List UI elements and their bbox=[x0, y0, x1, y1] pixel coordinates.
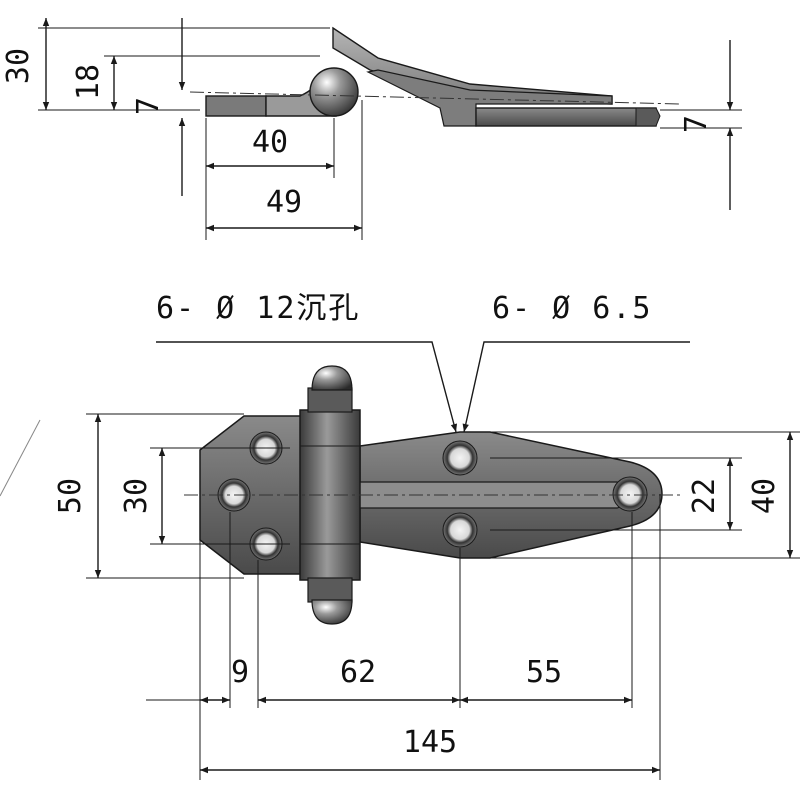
dim-30-side: 30 bbox=[1, 48, 36, 84]
top-cap-nut bbox=[307, 387, 353, 413]
counterbore-hole bbox=[442, 440, 478, 476]
dim-40-top: 40 bbox=[747, 478, 782, 514]
dim-62-top: 62 bbox=[340, 655, 376, 690]
top-cap-dome bbox=[311, 365, 353, 391]
counterbore-hole bbox=[612, 476, 648, 512]
side-knuckle bbox=[309, 67, 359, 117]
dim-22-top: 22 bbox=[687, 478, 722, 514]
top-slot bbox=[329, 481, 621, 509]
side-right-plate bbox=[475, 107, 657, 127]
dim-55-top: 55 bbox=[526, 655, 562, 690]
dim-7-side-left: 7 bbox=[131, 97, 166, 115]
callout-counterbore: 6- Ø 12沉孔 bbox=[156, 291, 360, 326]
callout-through-hole: 6- Ø 6.5 bbox=[492, 291, 653, 326]
dim-145-top: 145 bbox=[403, 725, 457, 760]
side-left-plate bbox=[205, 95, 267, 117]
dim-18-side: 18 bbox=[71, 64, 106, 100]
hole-callouts: 6- Ø 12沉孔 6- Ø 6.5 bbox=[156, 291, 690, 433]
dim-9-top: 9 bbox=[231, 655, 249, 690]
dim-49-side: 49 bbox=[266, 185, 302, 220]
scan-artifact-line bbox=[0, 419, 41, 497]
side-view: 30 18 7 7 40 49 bbox=[1, 18, 742, 240]
dim-50-top: 50 bbox=[53, 478, 88, 514]
bottom-cap-nut bbox=[307, 577, 353, 603]
top-view: 50 30 22 40 9 62 55 145 bbox=[53, 365, 800, 780]
dim-7-side-right: 7 bbox=[679, 115, 714, 133]
dim-30-top: 30 bbox=[119, 478, 154, 514]
side-leaf-offset bbox=[366, 69, 613, 127]
bottom-cap-dome bbox=[311, 599, 353, 625]
counterbore-hole bbox=[442, 512, 478, 548]
dim-40-side: 40 bbox=[252, 125, 288, 160]
